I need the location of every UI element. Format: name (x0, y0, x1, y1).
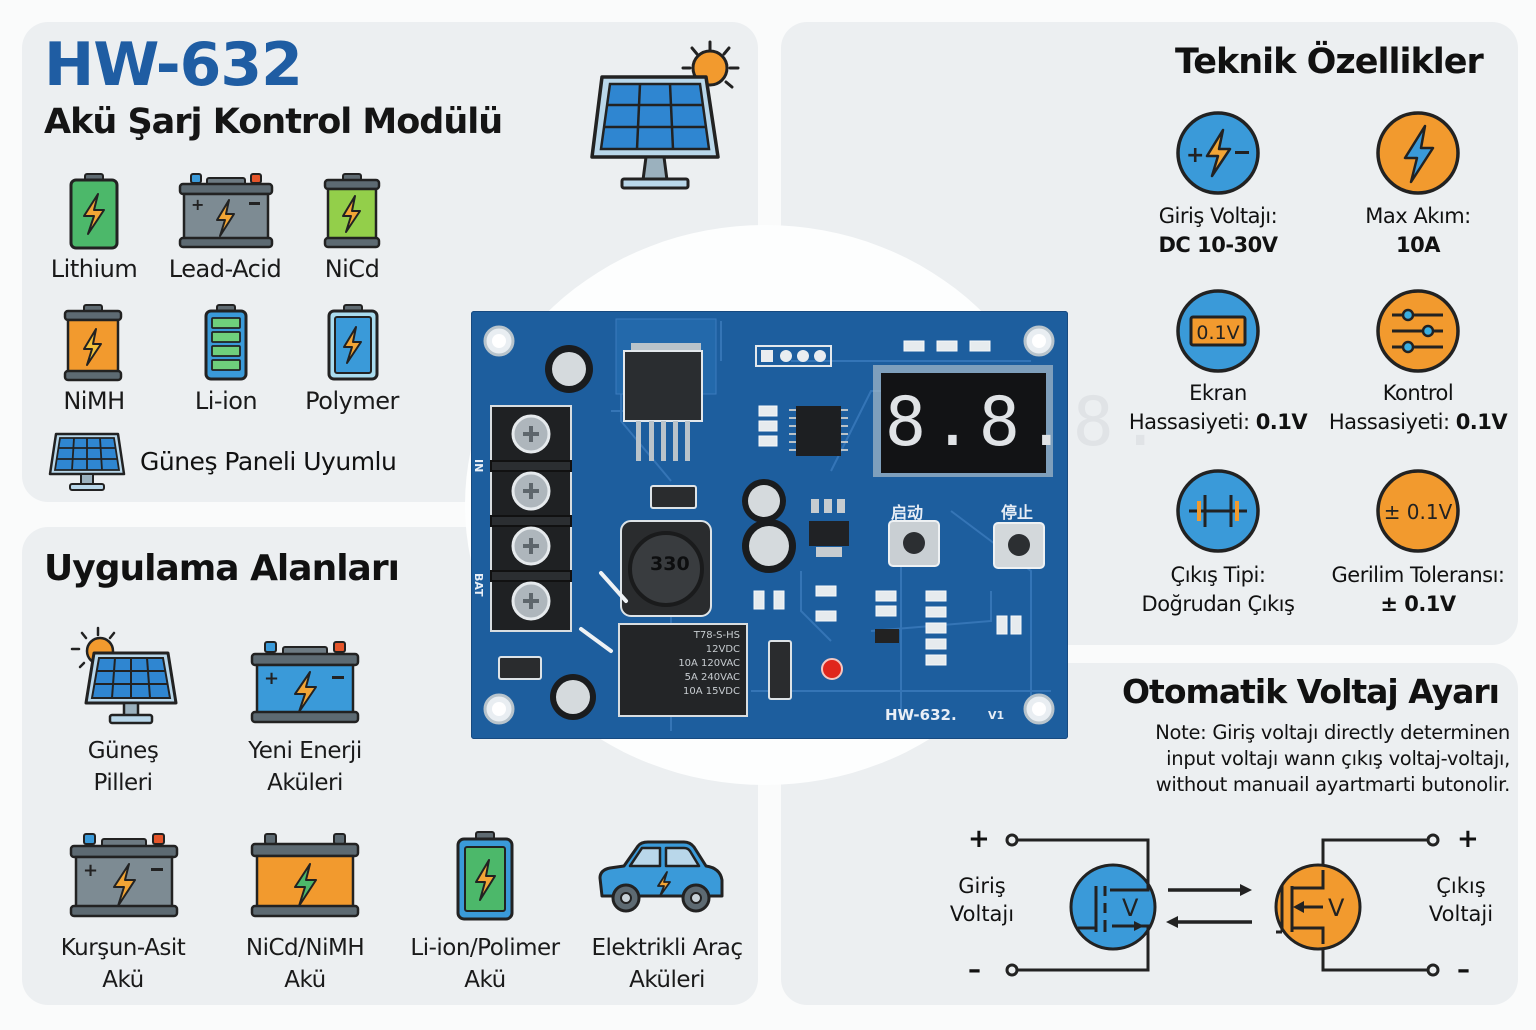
battery-type-label: NiMH (63, 387, 125, 415)
terminal-bat-label: BAT (472, 573, 485, 597)
spec-voltage-tolerance: Gerilim Toleransı:± 0.1V (1331, 563, 1506, 616)
output-minus-label: – (1457, 955, 1470, 985)
svg-text:+: + (264, 668, 279, 689)
specs-title: Teknik Özellikler (1175, 42, 1484, 82)
auto-voltage-title: Otomatik Voltaj Ayarı (1122, 672, 1500, 711)
battery-green-icon (456, 831, 514, 921)
svg-text:+: + (191, 195, 204, 214)
stop-button-label: 停止 (1001, 503, 1034, 522)
svg-text:± 0.1V: ± 0.1V (1384, 500, 1453, 524)
battery-orange-icon (63, 304, 123, 382)
car-battery-gray-icon: + (178, 173, 274, 249)
battery-bars-icon (204, 304, 248, 381)
svg-text:+: + (1186, 143, 1204, 168)
applications-title: Uygulama Alanları (44, 548, 400, 589)
battery-green-icon (69, 173, 119, 250)
start-button-label: 启动 (891, 503, 924, 522)
board-traces (483, 318, 1055, 731)
solar-panel-sun-icon (590, 40, 740, 190)
svg-text:V: V (1122, 894, 1139, 922)
svg-text:0.1V: 0.1V (1196, 322, 1239, 344)
battery-type-label: Lithium (50, 255, 138, 283)
battery-type-label: Li-ion (194, 387, 258, 415)
display-icon: 0.1V (1176, 289, 1260, 373)
spec-output-type: Çıkış Tipi:Doğrudan Çıkış (1141, 563, 1295, 616)
solar-panel-icon (48, 432, 126, 491)
plus-bolt-minus-icon: + (1176, 111, 1260, 195)
bolt-icon (1376, 111, 1460, 195)
board-version-label: V1 (988, 709, 1005, 722)
input-plus-label: + (968, 824, 990, 854)
battery-blue-icon (327, 304, 379, 381)
car-battery-orange-icon (250, 833, 360, 918)
seven-segment-display: 8.8.8. (885, 383, 1167, 462)
svg-text:V: V (1328, 894, 1345, 922)
battery-type-label: Polymer (305, 387, 399, 415)
battery-lime-icon (323, 173, 381, 249)
svg-text:+: + (83, 860, 98, 881)
car-battery-gray-icon: + (69, 833, 179, 918)
terminal-in-label: IN (472, 459, 485, 473)
battery-type-label: Lead-Acid (168, 255, 282, 283)
capacitor-icon (1176, 469, 1260, 553)
spec-max-current: Max Akım:10A (1365, 204, 1471, 257)
tolerance-icon: ± 0.1V (1376, 469, 1460, 553)
battery-type-label: NiCd (324, 255, 380, 283)
solar-compat-label: Güneş Paneli Uyumlu (140, 447, 397, 476)
spec-input-voltage: Giriş Voltajı:DC 10-30V (1158, 204, 1278, 257)
output-plus-label: + (1457, 824, 1479, 854)
voltage-circuit-diagram: V V (1005, 833, 1440, 977)
solar-panel-sun-icon (70, 626, 178, 725)
car-battery-blue-icon: + (250, 641, 360, 724)
inductor-marking: 330 (650, 553, 690, 575)
input-minus-label: – (968, 955, 981, 985)
model-title: HW-632 (44, 30, 303, 100)
sliders-icon (1376, 289, 1460, 373)
product-subtitle: Akü Şarj Kontrol Modülü (44, 102, 503, 142)
electric-car-icon (598, 840, 724, 913)
board-model-label: HW-632. (885, 706, 957, 724)
auto-voltage-note: Note: Giriş voltajı directly determinen … (1155, 721, 1510, 796)
